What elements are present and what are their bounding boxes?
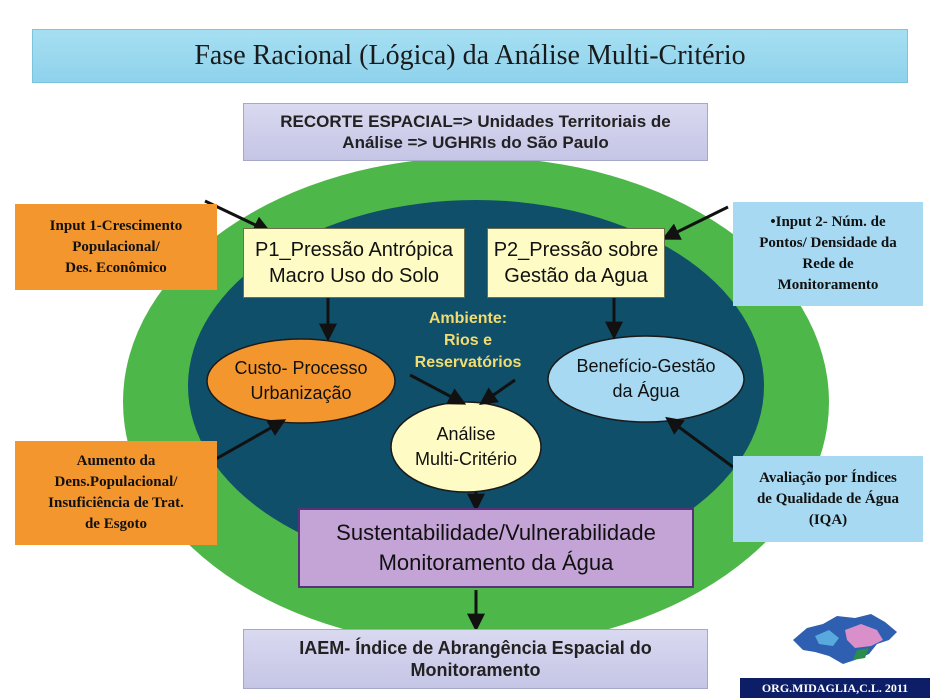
input4-line3: (IQA)	[808, 511, 848, 528]
p1-pressao-antropica-box: P1_Pressão Antrópica Macro Uso do Solo	[243, 228, 465, 298]
input4-line1: Avaliação por Índices	[759, 469, 897, 486]
recorte-line1: RECORTE ESPACIAL=> Unidades Territoriais…	[280, 112, 671, 131]
recorte-espacial-box: RECORTE ESPACIAL=> Unidades Territoriais…	[243, 103, 708, 161]
sustentabilidade-line1: Sustentabilidade/Vulnerabilidade	[336, 520, 656, 545]
sustentabilidade-line2: Monitoramento da Água	[378, 550, 614, 575]
iaem-line2: Monitoramento	[410, 660, 541, 680]
recorte-line2: Análise => UGHRIs do São Paulo	[342, 133, 609, 152]
input2-line3: Rede de	[802, 256, 854, 272]
input2-line2: Pontos/ Densidade da	[759, 235, 897, 251]
custo-line1: Custo- Processo	[234, 358, 368, 378]
input1-box: Input 1-Crescimento Populacional/ Des. E…	[15, 204, 217, 290]
title-text: Fase Racional (Lógica) da Análise Multi-…	[194, 40, 746, 71]
custo-ellipse	[206, 338, 396, 424]
custo-label: Custo- Processo Urbanização	[207, 341, 395, 421]
analise-line1: Análise	[436, 424, 496, 444]
diagram-title: Fase Racional (Lógica) da Análise Multi-…	[32, 29, 908, 83]
analise-line2: Multi-Critério	[414, 449, 517, 469]
iaem-box: IAEM- Índice de Abrangência Espacial do …	[243, 629, 708, 689]
input4-box: Avaliação por Índices de Qualidade de Ág…	[733, 456, 923, 542]
ambiente-line1: Ambiente:	[428, 310, 508, 327]
ambiente-line2: Rios e	[443, 332, 492, 349]
input3-box: Aumento da Dens.Populacional/ Insuficiên…	[15, 441, 217, 545]
input3-line2: Dens.Populacional/	[54, 474, 178, 490]
p1-line2: Macro Uso do Solo	[268, 265, 440, 287]
p1-line1: P1_Pressão Antrópica	[255, 239, 453, 261]
beneficio-line1: Benefício-Gestão	[576, 356, 716, 376]
beneficio-line2: da Água	[612, 381, 680, 401]
beneficio-label: Benefício-Gestão da Água	[548, 339, 744, 419]
input1-line2: Populacional/	[72, 238, 160, 255]
p2-line1: P2_Pressão sobre	[493, 239, 659, 261]
arrow-input3-to-custo	[206, 419, 287, 466]
p2-pressao-gestao-box: P2_Pressão sobre Gestão da Agua	[487, 228, 665, 298]
analise-label: Análise Multi-Critério	[391, 405, 541, 489]
input2-line1: •Input 2- Núm. de	[770, 214, 886, 230]
beneficio-ellipse	[547, 335, 745, 423]
arrow-input4-to-beneficio	[665, 416, 734, 469]
sao-paulo-map-icon	[793, 614, 897, 664]
iaem-line1: IAEM- Índice de Abrangência Espacial do	[299, 638, 652, 658]
arrow-input2-to-p2	[661, 205, 729, 240]
credit-label: ORG.MIDAGLIA,C.L. 2011	[740, 678, 930, 698]
input2-box: •Input 2- Núm. de Pontos/ Densidade da R…	[733, 202, 923, 306]
input3-line1: Aumento da	[76, 453, 156, 469]
input3-line3: Insuficiência de Trat.	[48, 495, 184, 511]
arrow-ambiente-left	[409, 373, 467, 405]
ambiente-label: Ambiente: Rios e Reservatórios	[393, 306, 543, 376]
input1-line3: Des. Econômico	[65, 259, 167, 276]
arrow-ambiente-right	[479, 378, 516, 406]
input2-line4: Monitoramento	[777, 277, 879, 293]
sustentabilidade-box: Sustentabilidade/Vulnerabilidade Monitor…	[298, 508, 694, 588]
ambiente-line3: Reservatórios	[414, 354, 522, 371]
custo-line2: Urbanização	[250, 383, 352, 403]
p2-line2: Gestão da Agua	[504, 265, 648, 287]
input3-line4: de Esgoto	[84, 516, 148, 532]
input4-line2: de Qualidade de Água	[756, 490, 900, 507]
input1-line1: Input 1-Crescimento	[49, 217, 183, 234]
